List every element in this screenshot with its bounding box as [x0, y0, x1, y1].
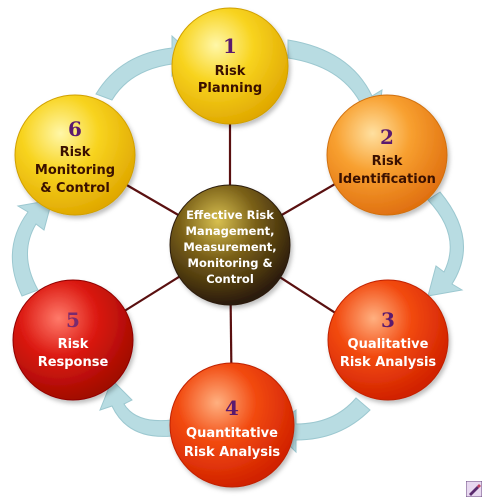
- step-1-label-line-2: Planning: [198, 81, 262, 96]
- step-4-label-line-2: Risk Analysis: [184, 445, 281, 460]
- step-5-risk-response: [12, 279, 134, 401]
- step-6-number: 6: [68, 117, 82, 141]
- step-3-label-line-1: Qualitative: [348, 337, 429, 352]
- step-5-circle: [12, 279, 134, 401]
- arrow-5-to-6: [11, 199, 53, 297]
- step-4-label-line-1: Quantitative: [186, 426, 278, 441]
- step-5-label-line-1: Risk: [58, 337, 89, 352]
- step-1-label-line-1: Risk: [215, 64, 246, 79]
- step-1-risk-planning: [171, 7, 289, 125]
- center-hub: [169, 184, 291, 306]
- step-5-number: 5: [66, 308, 80, 332]
- step-2-label-line-2: Identification: [338, 172, 436, 187]
- arrow-2-to-3: [427, 191, 464, 297]
- step-6-circle: [14, 94, 136, 216]
- step-1-circle: [171, 7, 289, 125]
- step-4-number: 4: [225, 396, 239, 420]
- step-4-circle: [169, 362, 295, 488]
- center-line-2: Management,: [185, 224, 274, 238]
- step-2-risk-identification: [326, 94, 448, 216]
- center-line-1: Effective Risk: [186, 208, 274, 222]
- step-3-circle: [327, 279, 449, 401]
- step-6-label-line-3: & Control: [40, 181, 110, 196]
- step-2-label-line-1: Risk: [372, 154, 403, 169]
- center-line-4: Monitoring &: [188, 256, 273, 270]
- arrow-4-to-5: [99, 379, 173, 437]
- center-circle: [169, 184, 291, 306]
- step-3-number: 3: [381, 308, 395, 332]
- step-6-label-line-1: Risk: [60, 145, 91, 160]
- step-3-label-line-2: Risk Analysis: [340, 355, 437, 370]
- center-line-5: Control: [206, 272, 254, 286]
- step-1-number: 1: [223, 34, 237, 58]
- step-2-circle: [326, 94, 448, 216]
- step-6-risk-monitoring-control: [14, 94, 136, 216]
- step-3-qualitative-risk-analysis: [327, 279, 449, 401]
- step-2-number: 2: [380, 125, 394, 149]
- step-4-quantitative-risk-analysis: [169, 362, 295, 488]
- step-5-label-line-2: Response: [38, 355, 109, 370]
- step-6-label-line-2: Monitoring: [35, 163, 115, 178]
- pen-tool-icon[interactable]: [466, 481, 482, 497]
- center-line-3: Measurement,: [183, 240, 276, 254]
